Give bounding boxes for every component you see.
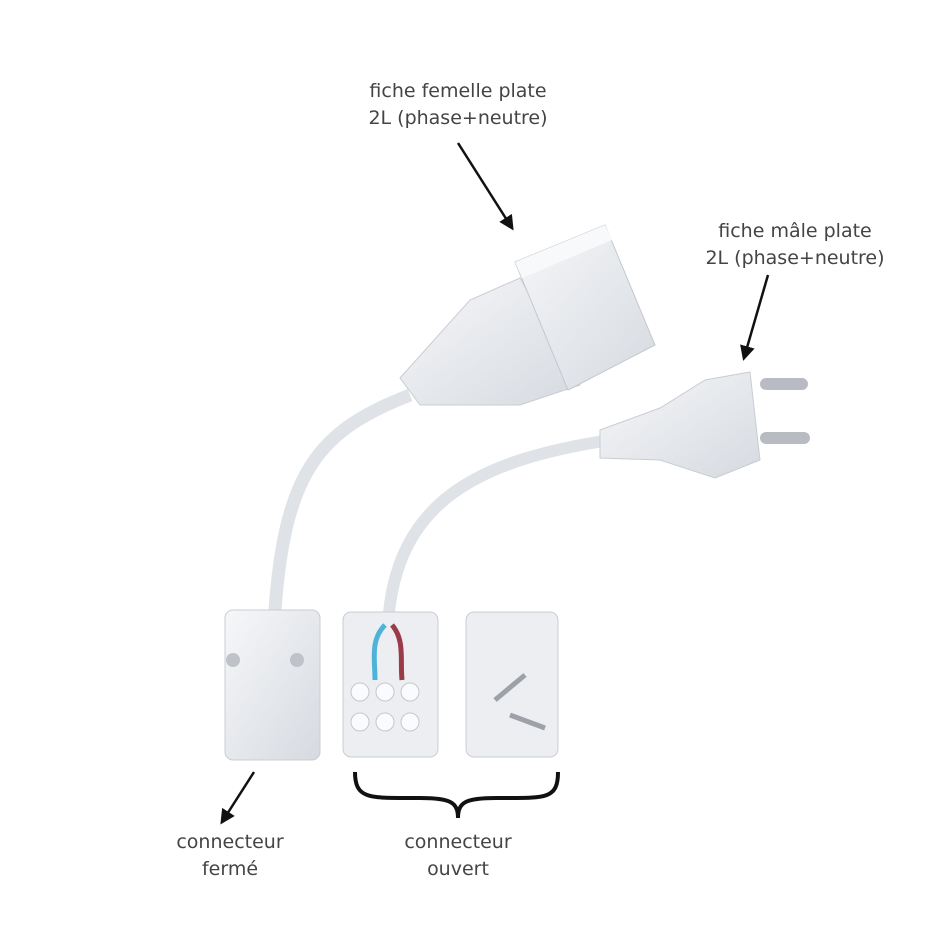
cable-male: [382, 434, 611, 626]
male-plug: [599, 371, 810, 479]
label-male-plug: fiche mâle plate 2L (phase+neutre): [705, 220, 885, 269]
cable-female: [268, 388, 413, 611]
female-plug: [399, 224, 656, 406]
arrow-male-plug: [740, 274, 770, 361]
arrow-female-plug: [456, 142, 514, 231]
label-closed-connector: connecteur fermé: [176, 831, 284, 880]
brace-open-connector: [353, 771, 560, 819]
open-connector-lid: [465, 611, 559, 758]
label-female-plug: fiche femelle plate 2L (phase+neutre): [368, 80, 548, 129]
label-open-connector: connecteur ouvert: [404, 831, 512, 880]
closed-connector: [224, 609, 321, 761]
open-connector-base: [342, 611, 439, 758]
arrow-closed-connector: [220, 771, 256, 825]
